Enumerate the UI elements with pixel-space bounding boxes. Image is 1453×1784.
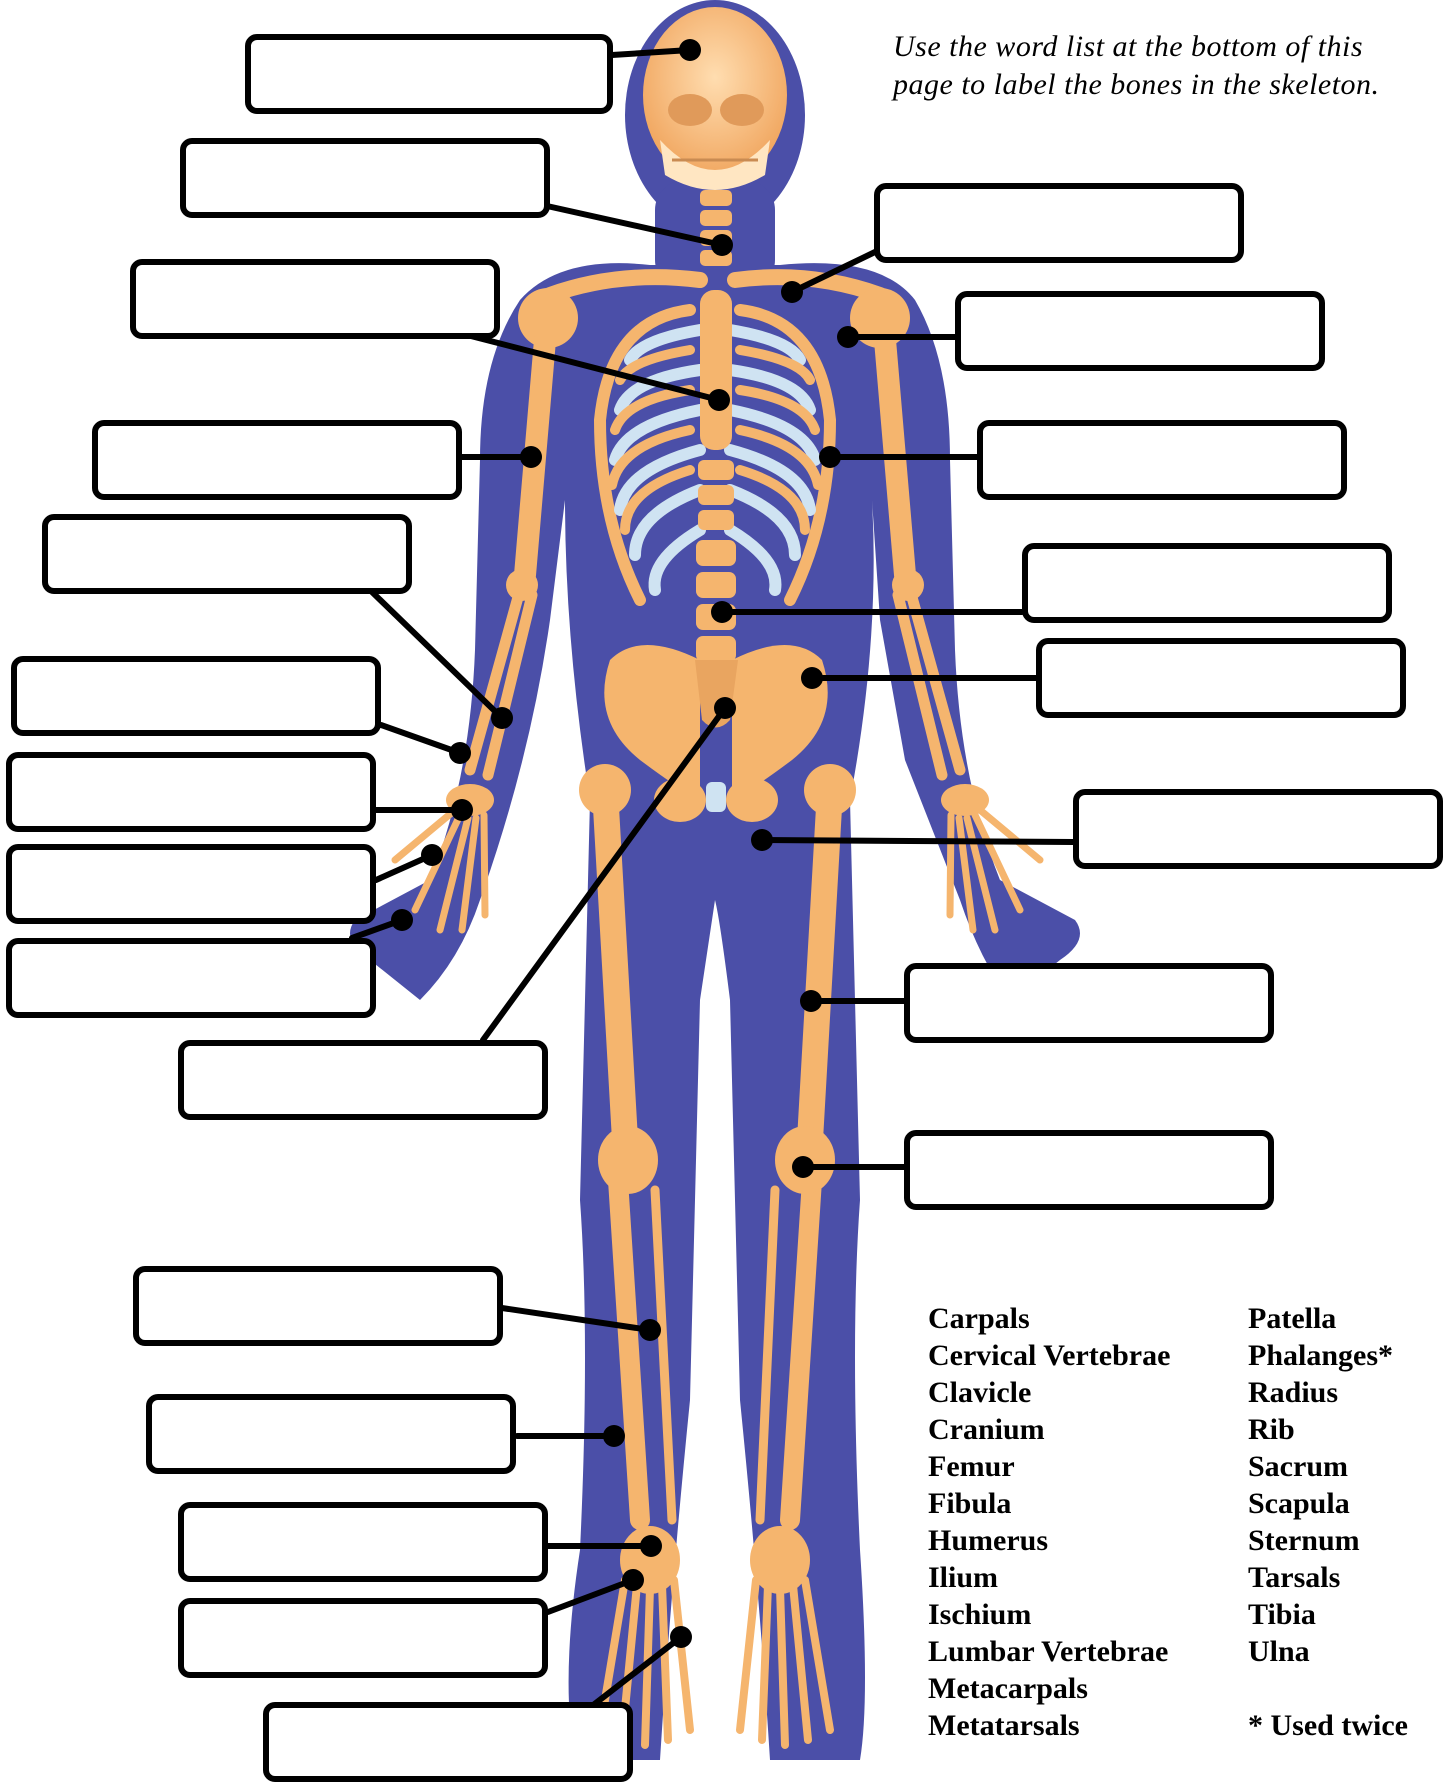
word-list-item: Sternum	[1248, 1522, 1393, 1559]
label-box-scapula[interactable]	[955, 291, 1325, 371]
word-list-item: Ulna	[1248, 1633, 1393, 1670]
word-list-footnote: * Used twice	[1248, 1707, 1408, 1744]
word-list-item: Phalanges*	[1248, 1337, 1393, 1374]
word-list-item: Metatarsals	[928, 1707, 1170, 1744]
instructions-text: Use the word list at the bottom of this …	[893, 28, 1413, 104]
word-list-item: Sacrum	[1248, 1448, 1393, 1485]
label-box-humerus[interactable]	[92, 420, 462, 500]
label-box-phalanges-hand[interactable]	[6, 938, 376, 1018]
label-box-cranium[interactable]	[245, 34, 613, 114]
word-list-item: Patella	[1248, 1300, 1393, 1337]
label-box-sacrum[interactable]	[178, 1040, 548, 1120]
word-list-column-1: Carpals Cervical Vertebrae Clavicle Cran…	[928, 1300, 1170, 1744]
label-box-clavicle[interactable]	[874, 183, 1244, 263]
label-box-rib[interactable]	[977, 420, 1347, 500]
word-list-item: Ischium	[928, 1596, 1170, 1633]
label-box-phalanges-foot[interactable]	[263, 1702, 633, 1782]
word-list-item: Metacarpals	[928, 1670, 1170, 1707]
word-list-item: Humerus	[928, 1522, 1170, 1559]
word-list-item: Radius	[1248, 1374, 1393, 1411]
sternum-shape	[700, 290, 732, 450]
word-list-item: Ilium	[928, 1559, 1170, 1596]
word-list-item: Tarsals	[1248, 1559, 1393, 1596]
word-list-item: Rib	[1248, 1411, 1393, 1448]
label-box-ischium[interactable]	[1073, 789, 1443, 869]
word-list-item: Carpals	[928, 1300, 1170, 1337]
label-box-ulna[interactable]	[42, 514, 412, 594]
label-box-lumbar[interactable]	[1022, 543, 1392, 623]
label-box-cervical[interactable]	[180, 138, 550, 218]
label-box-patella[interactable]	[904, 1130, 1274, 1210]
label-box-femur[interactable]	[904, 963, 1274, 1043]
word-list-item: Cranium	[928, 1411, 1170, 1448]
word-list-item: Femur	[928, 1448, 1170, 1485]
label-box-metatarsals[interactable]	[178, 1598, 548, 1678]
label-box-carpals[interactable]	[6, 752, 376, 832]
label-box-tarsals[interactable]	[178, 1502, 548, 1582]
word-list-column-2: Patella Phalanges* Radius Rib Sacrum Sca…	[1248, 1300, 1393, 1670]
word-list-item: Cervical Vertebrae	[928, 1337, 1170, 1374]
skull	[643, 7, 787, 190]
label-box-ilium[interactable]	[1036, 638, 1406, 718]
word-list-item: Tibia	[1248, 1596, 1393, 1633]
word-list-item: Scapula	[1248, 1485, 1393, 1522]
word-list-item: Clavicle	[928, 1374, 1170, 1411]
label-box-tibia[interactable]	[146, 1394, 516, 1474]
label-box-metacarpals[interactable]	[6, 844, 376, 924]
label-box-radius[interactable]	[11, 656, 381, 736]
word-list-item: Fibula	[928, 1485, 1170, 1522]
label-box-sternum[interactable]	[130, 259, 500, 339]
label-box-fibula[interactable]	[133, 1266, 503, 1346]
word-list-item: Lumbar Vertebrae	[928, 1633, 1170, 1670]
